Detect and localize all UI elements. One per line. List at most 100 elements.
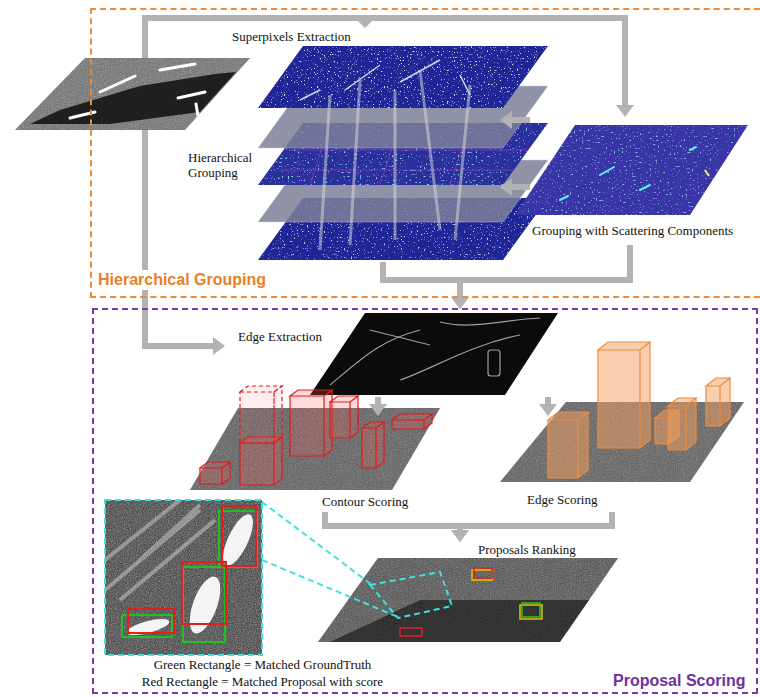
connectors [325, 120, 630, 530]
superpixel-layers [320, 70, 470, 250]
ranking-image [522, 603, 540, 617]
ranking-image [318, 558, 618, 642]
scattering-components-image [640, 185, 650, 190]
zoom-inset [105, 500, 259, 638]
zoom-inset [105, 500, 215, 600]
input-arrows [145, 18, 625, 346]
contour-scoring-image [200, 462, 230, 484]
superpixel-layers [455, 85, 470, 240]
scattering-components-image [515, 125, 748, 215]
contour-scoring-image [392, 414, 432, 429]
ranking-image [370, 568, 542, 636]
step-label: Hierarchical Grouping [188, 150, 266, 180]
flow-arrow [383, 262, 460, 297]
flow-arrow [512, 184, 530, 190]
input-arrows [145, 18, 625, 105]
edge-map-image [440, 318, 540, 325]
sar-input-image [100, 76, 135, 92]
ranking-map: Proposals Ranking [312, 542, 620, 644]
zoom-inset [219, 511, 257, 567]
scattering-components-image [560, 147, 696, 200]
superpixel-layers [394, 90, 397, 240]
sar-input-image [196, 104, 199, 122]
zoom-inset [262, 502, 398, 617]
step-label: Edge Scoring [527, 492, 597, 507]
edge-map-image [310, 313, 558, 395]
zoom-inset [125, 616, 171, 639]
flow-arrow [375, 397, 381, 404]
superpixel-layers [300, 90, 320, 100]
flow-arrow [460, 245, 630, 297]
zoom-inset [105, 500, 262, 655]
edge-scoring-map: Edge Scoring [498, 416, 746, 512]
zoom-inset [217, 510, 259, 569]
superpixel-layers [258, 46, 548, 108]
ranking-image [318, 558, 618, 642]
step-label: Grouping with Scattering Components [532, 223, 733, 238]
sar-input-image [160, 64, 195, 70]
flow-arrow [512, 117, 530, 123]
step-label: Proposals Ranking [478, 542, 576, 557]
zoom-inset [183, 567, 225, 642]
contour-scoring-image [290, 390, 332, 456]
superpixel-layers [258, 46, 548, 260]
zoom-inset [262, 560, 398, 617]
edge-scoring-image [598, 342, 650, 448]
flow-arrow [545, 397, 551, 404]
step-label: Superpixels Extraction [232, 29, 351, 44]
ranking-image [400, 628, 422, 636]
section-title: Hierarchical Grouping [95, 270, 269, 290]
sar-input-image [70, 64, 205, 122]
scattering-map: Grouping with Scattering Components [530, 118, 755, 245]
contour-scoring-image [200, 386, 432, 485]
stage-region: Proposal ScoringEdge ExtractionContour S… [92, 308, 758, 694]
contour-scoring-image [190, 386, 440, 490]
superpixel-layers [280, 170, 530, 171]
zoom-inset [122, 506, 257, 642]
zoom-inset [140, 505, 200, 560]
edge-scoring-image [548, 412, 588, 478]
step-label: Edge Extraction [238, 329, 322, 344]
superpixel-layers [345, 65, 380, 90]
edge-scoring-image [548, 342, 730, 478]
sar-input-image [15, 58, 250, 130]
edge-map: Edge Extraction [236, 309, 558, 397]
step-label: Contour Scoring [322, 494, 408, 509]
edge-scoring-image [500, 342, 744, 482]
superpixel-layers [300, 60, 470, 100]
zoom-inset [105, 500, 180, 560]
sar-input-image [30, 72, 236, 124]
contour-scoring-image [362, 422, 384, 468]
contour-scoring-image [240, 437, 282, 485]
scattering-components-image [600, 167, 614, 175]
ranking-image [474, 568, 492, 578]
sar-input-image [70, 112, 95, 118]
arrow-head [355, 18, 375, 28]
legend-note: Green Rectangle = Matched GroundTruth [130, 657, 395, 672]
edge-map-image [330, 330, 420, 385]
scattering-components-image [560, 196, 568, 200]
zoom-inset [222, 506, 256, 566]
zoom-inset [105, 500, 262, 655]
scattering-components-image [515, 125, 748, 215]
contour-scoring-map: Contour Scoring [188, 416, 443, 512]
sar-input-image [15, 58, 250, 130]
sar-input-image [178, 92, 205, 98]
scattering-components-image [515, 125, 748, 215]
superpixel-layers [420, 70, 440, 230]
ranking-image [318, 558, 618, 642]
zoom-inset [183, 573, 226, 638]
edge-map-image [330, 318, 540, 385]
superpixel-layers [258, 46, 548, 108]
contour-scoring-image [240, 386, 282, 443]
scattering-components-image [690, 147, 696, 150]
contour-scoring-image [330, 396, 358, 438]
edge-scoring-image [706, 378, 730, 426]
edge-map-image [310, 313, 558, 395]
superpixel-layers [350, 80, 360, 245]
edge-map-image [370, 330, 430, 345]
superpixel-stack: Superpixels ExtractionHierarchical Group… [185, 22, 500, 262]
